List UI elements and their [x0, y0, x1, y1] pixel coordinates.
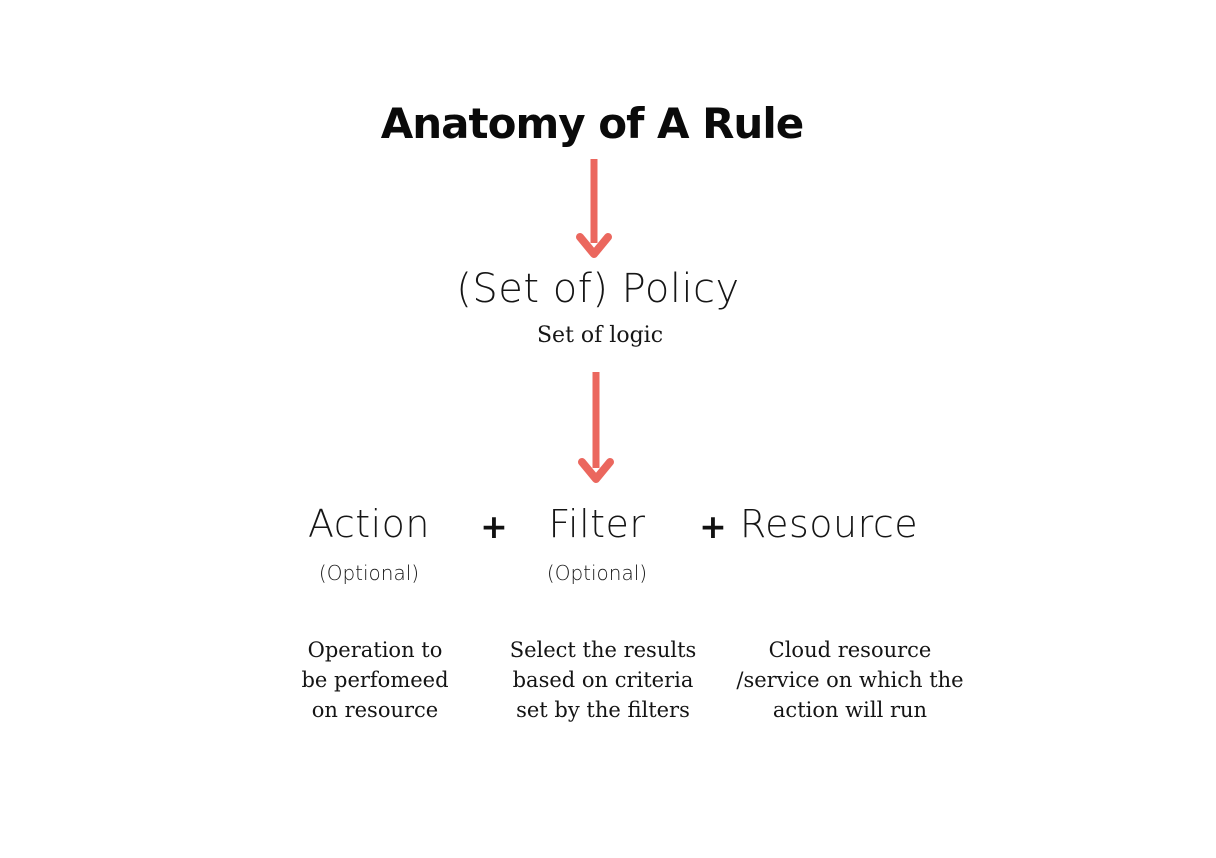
component-label-action: Action	[307, 502, 431, 546]
description-line: action will run	[772, 698, 928, 722]
component-label-filter: Filter	[548, 502, 646, 546]
component-label-resource: Resource	[739, 502, 919, 546]
policy-label: (Set of) Policy	[456, 266, 740, 312]
description-line: Operation to	[307, 638, 443, 662]
description-line: /service on which the	[736, 668, 964, 692]
component-description-filter: Select the results based on criteria set…	[510, 635, 697, 725]
description-line: set by the filters	[516, 698, 690, 722]
plus-sign: +	[480, 507, 508, 546]
component-note-action: (Optional)	[318, 561, 420, 585]
down-arrow-icon	[576, 159, 612, 258]
description-line: based on criteria	[512, 668, 694, 692]
description-line: be perfomeed	[301, 668, 449, 692]
down-arrow-icon	[578, 372, 614, 483]
component-description-resource: Cloud resource /service on which the act…	[736, 635, 963, 725]
description-line: on resource	[311, 698, 439, 722]
description-line: Select the results	[509, 638, 697, 662]
component-description-action: Operation to be perfomeed on resource	[301, 635, 448, 725]
diagram-title: Anatomy of A Rule	[380, 99, 804, 148]
policy-sublabel: Set of logic	[536, 323, 664, 348]
component-note-filter: (Optional)	[546, 561, 648, 585]
plus-sign: +	[699, 507, 727, 546]
description-line: Cloud resource	[768, 638, 932, 662]
